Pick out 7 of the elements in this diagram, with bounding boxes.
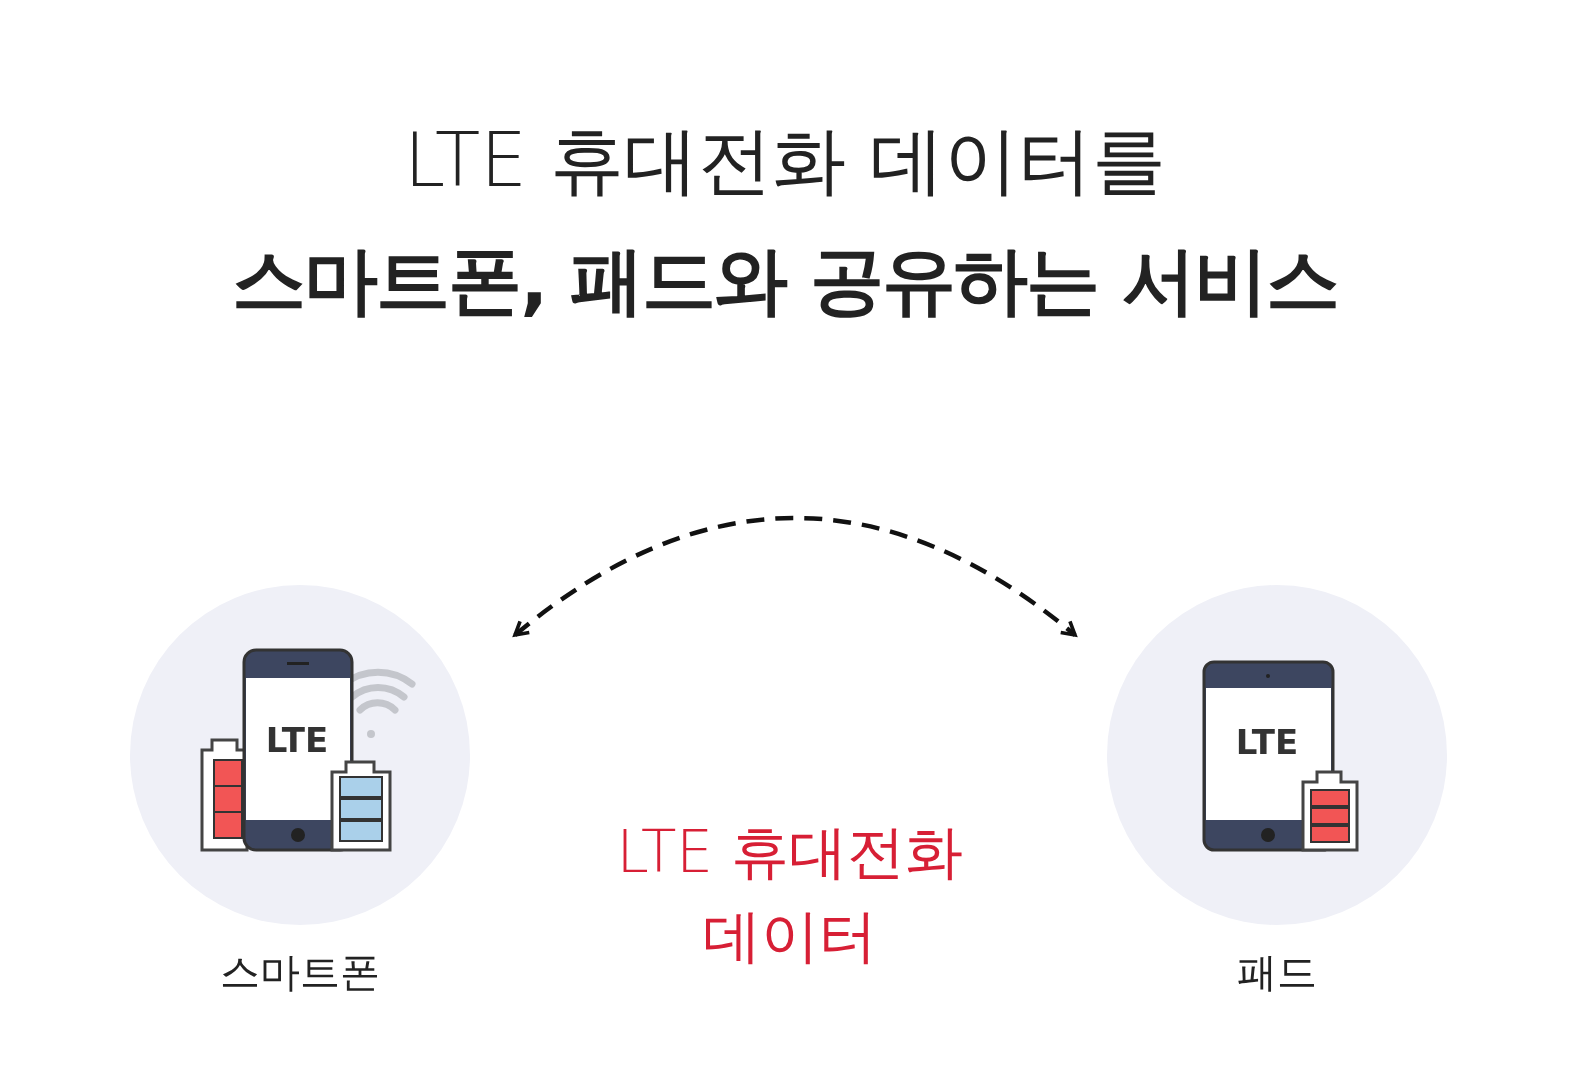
- data-label: LTE 휴대전화 데이터: [615, 817, 965, 972]
- device-label: 스마트폰: [219, 948, 381, 997]
- device-label: 패드: [1236, 948, 1318, 997]
- title: LTE 휴대전화 데이터를 스마트폰, 패드와 공유하는 서비스: [231, 116, 1339, 325]
- screen-text: LTE: [265, 720, 329, 760]
- dashed-arrow: [513, 516, 1077, 637]
- screen-text: LTE: [1235, 722, 1299, 762]
